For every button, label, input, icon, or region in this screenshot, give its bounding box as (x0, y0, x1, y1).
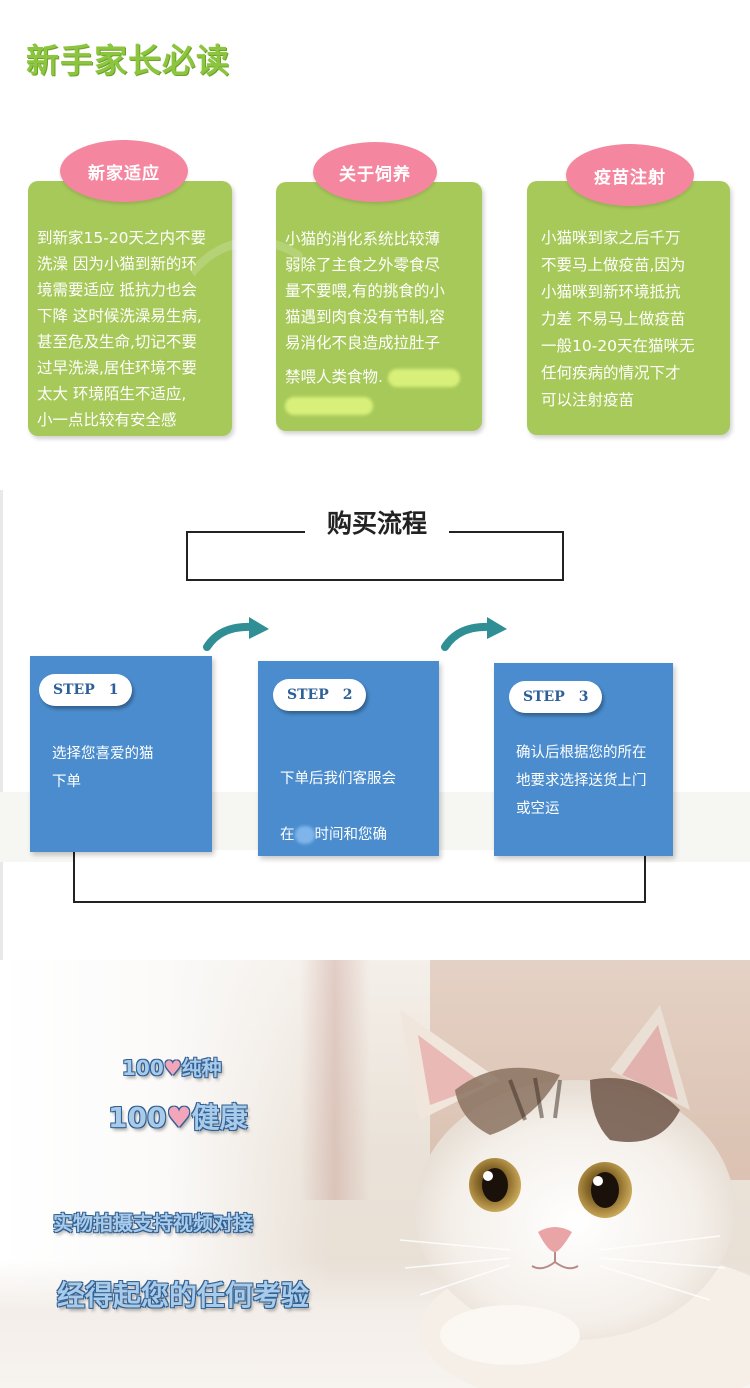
blurred-text (294, 826, 315, 844)
step-card-3: STEP 3 确认后根据您的所在 地要求选择送货上门 或空运 (494, 663, 673, 856)
tip-heading-vaccine: 疫苗注射 (566, 144, 694, 206)
promo-line-trust: 经得起您的任何考验 (57, 1279, 310, 1312)
tip-card-feeding: 小猫的消化系统比较薄 弱除了主食之外零食尽 量不要喂,有的挑食的小 猫遇到肉食没… (276, 182, 482, 431)
purchase-flow-section: 购买流程 STEP 1 选择您喜爱的猫 下单 STEP 2 下单后我们客服会 在 时间… (0, 490, 750, 960)
cat-photo-section: 100♥纯种 100♥健康 实物拍摄支持视频对接 经得起您的任何考验 (0, 960, 750, 1388)
step-text-part: 在 (280, 827, 295, 843)
promo-text: 纯种 (181, 1056, 222, 1080)
tip-card-new-home: 到新家15-20天之内不要 洗澡 因为小猫到新的环 境需要适应 抵抗力也会 下降… (28, 181, 232, 436)
curved-arrow-icon (441, 617, 507, 651)
tip-card-text: 到新家15-20天之内不要 洗澡 因为小猫到新的环 境需要适应 抵抗力也会 下降… (37, 229, 207, 429)
heart-icon: ♥ (163, 1056, 182, 1080)
tips-section: 新手家长必读 到新家15-20天之内不要 洗澡 因为小猫到新的环 境需要适应 抵… (0, 0, 750, 490)
tip-heading-new-home: 新家适应 (60, 140, 188, 202)
blurred-line (285, 392, 474, 418)
curved-arrow-icon (203, 617, 269, 651)
heart-icon: ♥ (166, 1101, 192, 1134)
step-card-2: STEP 2 下单后我们客服会 在 时间和您确 认信息 (258, 661, 439, 899)
step-label: STEP (523, 689, 565, 705)
step-text-line: 在 时间和您确 (280, 821, 425, 849)
step-text: 下单后我们客服会 在 时间和您确 认信息 (280, 737, 425, 933)
step-badge: STEP 3 (509, 681, 603, 713)
step-number: 1 (108, 682, 119, 698)
step-badge: STEP 2 (273, 679, 367, 711)
step-text: 确认后根据您的所在 地要求选择送货上门 或空运 (516, 745, 647, 817)
step-text-part: 时间和您确 (314, 827, 388, 843)
step-text-line: 下单后我们客服会 (280, 771, 396, 787)
flow-title: 购买流程 (305, 504, 449, 544)
step-number: 3 (578, 689, 589, 705)
promo-line-purebred: 100♥纯种 (122, 1052, 222, 1081)
tip-card-text: 小猫咪到家之后千万 不要马上做疫苗,因为 小猫咪到新环境抵抗 力差 不易马上做疫… (541, 229, 695, 409)
promo-number: 100 (122, 1056, 164, 1080)
step-text: 选择您喜爱的猫 下单 (52, 746, 154, 790)
blurred-text (285, 396, 373, 415)
divider (0, 490, 3, 960)
step-text-line: 认信息 (280, 883, 324, 899)
tip-card-vaccine: 小猫咪到家之后千万 不要马上做疫苗,因为 小猫咪到新环境抵抗 力差 不易马上做疫… (527, 181, 730, 435)
tip-heading-feeding: 关于饲养 (313, 142, 437, 202)
promo-text: 健康 (191, 1101, 248, 1134)
step-badge: STEP 1 (39, 674, 133, 706)
promo-line-video: 实物拍摄支持视频对接 (53, 1211, 253, 1235)
tip-card-text: 小猫的消化系统比较薄 弱除了主食之外零食尽 量不要喂,有的挑食的小 猫遇到肉食没… (285, 230, 445, 352)
step-label: STEP (287, 687, 329, 703)
kitten-image (399, 1005, 750, 1388)
step-number: 2 (342, 687, 353, 703)
step-card-1: STEP 1 选择您喜爱的猫 下单 (30, 656, 212, 852)
step-label: STEP (53, 682, 95, 698)
blurred-text (387, 368, 460, 387)
tips-title: 新手家长必读 (26, 41, 230, 80)
tip-card-last-text: 禁喂人类食物. (285, 368, 383, 386)
promo-number: 100 (108, 1101, 167, 1134)
flow-frame-bottom (73, 850, 646, 903)
photo-background (300, 960, 370, 1200)
promo-line-healthy: 100♥健康 (108, 1096, 248, 1136)
tip-card-last-line: 禁喂人类食物. (285, 364, 474, 390)
